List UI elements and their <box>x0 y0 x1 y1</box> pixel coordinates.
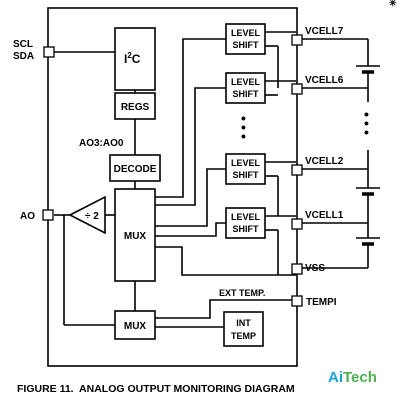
level-shift-label-2: SHIFT <box>233 224 260 234</box>
i2c-block: I2C <box>114 27 156 91</box>
mux-main-block: MUX <box>114 188 156 282</box>
level-shift-label-1: LEVEL <box>231 77 261 87</box>
ellipsis-dot: • <box>241 119 246 135</box>
level-shift-vcell7: LEVEL SHIFT <box>225 23 266 55</box>
ellipsis-dot: • <box>364 106 369 122</box>
vss-pin <box>291 263 303 275</box>
watermark-part1: Ai <box>328 369 343 386</box>
vcell1-pin <box>291 218 303 230</box>
divide-by-two-amplifier: ÷ 2 <box>68 195 106 235</box>
vcell6-label: VCELL6 <box>305 75 344 86</box>
corner-mark: ✳ <box>389 0 397 8</box>
sda-label: SDA <box>13 51 34 62</box>
level-shift-label-2: SHIFT <box>233 170 260 180</box>
ellipsis-dot: • <box>364 115 369 131</box>
level-shift-label-1: LEVEL <box>231 28 261 38</box>
i2c-label-tail: C <box>132 52 141 66</box>
scl-sda-pin <box>43 46 55 58</box>
pins <box>42 34 303 307</box>
ao-bus-label: AO3:AO0 <box>79 138 124 149</box>
level-shift-vcell1: LEVEL SHIFT <box>225 207 266 239</box>
scl-label: SCL <box>13 39 33 50</box>
battery-cells <box>356 65 380 246</box>
mux-temp-block: MUX <box>114 310 156 340</box>
wires <box>54 31 369 328</box>
decode-block: DECODE <box>109 154 161 182</box>
int-temp-label-2: TEMP <box>231 331 256 341</box>
svg-text:I2C: I2C <box>124 51 141 66</box>
ellipsis-dot: • <box>241 110 246 126</box>
mux-temp-label: MUX <box>124 321 147 332</box>
figure-caption: FIGURE 11. ANALOG OUTPUT MONITORING DIAG… <box>17 383 295 395</box>
int-temp-label-1: INT <box>236 318 251 328</box>
i2c-superscript: 2 <box>127 51 132 60</box>
tempi-pin <box>291 295 303 307</box>
ellipsis-dots: • • • • • • <box>241 106 369 144</box>
amp-gain-label: ÷ 2 <box>85 211 99 222</box>
ellipsis-dot: • <box>241 128 246 144</box>
vcell7-label: VCELL7 <box>305 26 344 37</box>
decode-label: DECODE <box>114 164 157 175</box>
i2c-label: I <box>124 52 127 66</box>
vss-label: VSS <box>305 263 325 274</box>
level-shift-label-2: SHIFT <box>233 89 260 99</box>
regs-label: REGS <box>121 102 150 113</box>
chip-outline <box>47 7 298 367</box>
vcell1-label: VCELL1 <box>305 210 344 221</box>
vcell2-label: VCELL2 <box>305 156 344 167</box>
level-shift-vcell6: LEVEL SHIFT <box>225 72 266 104</box>
regs-block: REGS <box>114 92 156 120</box>
level-shift-label-1: LEVEL <box>231 158 261 168</box>
ao-label: AO <box>20 211 35 222</box>
level-shift-vcell2: LEVEL SHIFT <box>225 153 266 185</box>
vcell7-pin <box>291 34 303 46</box>
level-shift-label-2: SHIFT <box>233 40 260 50</box>
ext-temp-label: EXT TEMP. <box>219 288 265 298</box>
int-temp-block: INT TEMP <box>223 311 264 347</box>
ao-pin <box>42 209 54 221</box>
tempi-label: TEMPI <box>306 297 337 308</box>
vcell6-pin <box>291 83 303 95</box>
watermark-logo: AiTech <box>328 369 377 386</box>
vcell2-pin <box>291 164 303 176</box>
ellipsis-dot: • <box>364 124 369 140</box>
level-shift-label-1: LEVEL <box>231 212 261 222</box>
mux-main-label: MUX <box>124 231 147 242</box>
watermark-part2: Tech <box>343 369 377 386</box>
